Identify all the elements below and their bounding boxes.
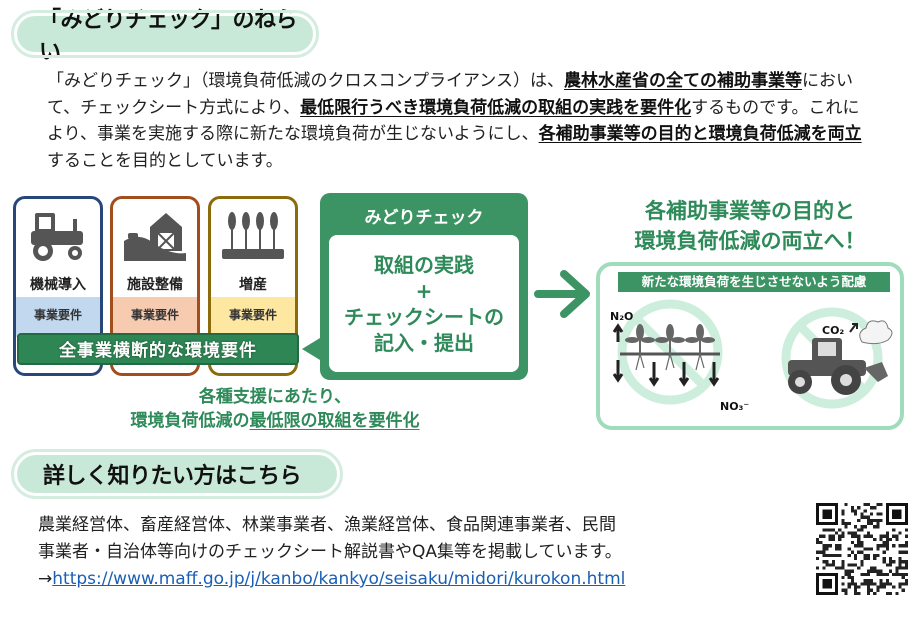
goal-heading: 各補助事業等の目的と 環境負荷低減の両立へ！ [600, 196, 900, 256]
card-requirement: 事業要件 [16, 297, 100, 337]
info-line-2: 事業者・自治体等向けのチェックシート解説書やQA集等を掲載しています。 [38, 542, 622, 562]
midori-plus: + [415, 278, 433, 303]
info-line-1: 農業経営体、畜産経営体、林業事業者、漁業経営体、食品関連事業者、民間 [38, 515, 616, 535]
para-emph-1: 農林水産省の全ての補助事業等 [563, 71, 802, 91]
support-line-1: 各種支援にあたり、 [198, 387, 352, 407]
label-n2o: N₂O [610, 310, 633, 323]
midori-check-content: 取組の実践 + チェックシートの 記入・提出 [329, 235, 519, 372]
tractor-icon [16, 207, 100, 267]
wheat-icon [211, 207, 295, 267]
section-heading-more-info: 詳しく知りたい方はこちら [11, 449, 343, 499]
para-seg-3: するものです。これにより、事業を実施する際に新たな環境負荷が生じないようにし、 [47, 97, 860, 145]
para-emph-3: 各補助事業等の目的と環境負荷低減を両立 [538, 124, 862, 144]
midori-line-checksheet: チェックシートの [344, 304, 504, 329]
no-co2-tractor-icon [781, 307, 893, 409]
support-line-2-emphasis: 最低限の取組を要件化 [249, 411, 420, 431]
section-heading-more-info-text: 詳しく知りたい方はこちら [43, 464, 302, 489]
section-heading-aim-text: 「みどりチェック」のねらい [39, 8, 298, 65]
midori-line-submit: 記入・提出 [374, 330, 474, 355]
goal-line-1: 各補助事業等の目的と [645, 199, 855, 223]
card-title: 増産 [239, 277, 267, 293]
midori-check-box: みどりチェック 取組の実践 + チェックシートの 記入・提出 [320, 193, 528, 380]
midori-line-practice: 取組の実践 [374, 252, 474, 277]
para-seg-4: することを目的としています。 [47, 150, 283, 171]
card-title: 機械導入 [30, 277, 86, 293]
result-box: 新たな環境負荷を生じさせないよう配慮 N₂O NO₃⁻ [596, 262, 904, 430]
support-caption: 各種支援にあたり、 環境負荷低減の最低限の取組を要件化 [70, 385, 480, 433]
no-emission-illustration: N₂O NO₃⁻ CO₂ [610, 299, 893, 413]
card-requirement: 事業要件 [113, 297, 197, 337]
support-line-2-prefix: 環境負荷低減の [130, 411, 250, 431]
para-emph-2: 最低限行うべき環境負荷低減の取組の実践を要件化 [300, 97, 692, 118]
arrow-glyph: → [38, 569, 53, 589]
card-requirement: 事業要件 [211, 297, 295, 337]
qr-code-icon[interactable] [816, 503, 908, 595]
more-info-text: 農業経営体、畜産経営体、林業事業者、漁業経営体、食品関連事業者、民間 事業者・自… [38, 512, 625, 593]
midori-check-title: みどりチェック [364, 208, 484, 228]
para-seg-1: 「みどりチェック」（環境負荷低減のクロスコンプライアンス）は、 [47, 71, 564, 91]
no-leaching-icon [612, 299, 723, 405]
right-arrow-icon [534, 270, 590, 318]
barn-icon [113, 207, 197, 267]
maff-link[interactable]: https://www.maff.go.jp/j/kanbo/kankyo/se… [52, 569, 626, 589]
pointer-arrow-icon [302, 338, 320, 360]
result-banner: 新たな環境負荷を生じさせないよう配慮 [618, 272, 890, 292]
goal-line-2: 環境負荷低減の両立へ！ [634, 229, 866, 253]
intro-paragraph: 「みどりチェック」（環境負荷低減のクロスコンプライアンス）は、農林水産省の全ての… [47, 68, 867, 174]
cross-cutting-requirement-bar: 全事業横断的な環境要件 [17, 333, 299, 365]
para-seg-2: において、チェックシート方式により、 [47, 71, 853, 118]
section-heading-aim: 「みどりチェック」のねらい [11, 8, 319, 65]
card-title: 施設整備 [127, 277, 183, 293]
label-co2: CO₂ [822, 324, 844, 337]
label-no3: NO₃⁻ [720, 400, 749, 413]
